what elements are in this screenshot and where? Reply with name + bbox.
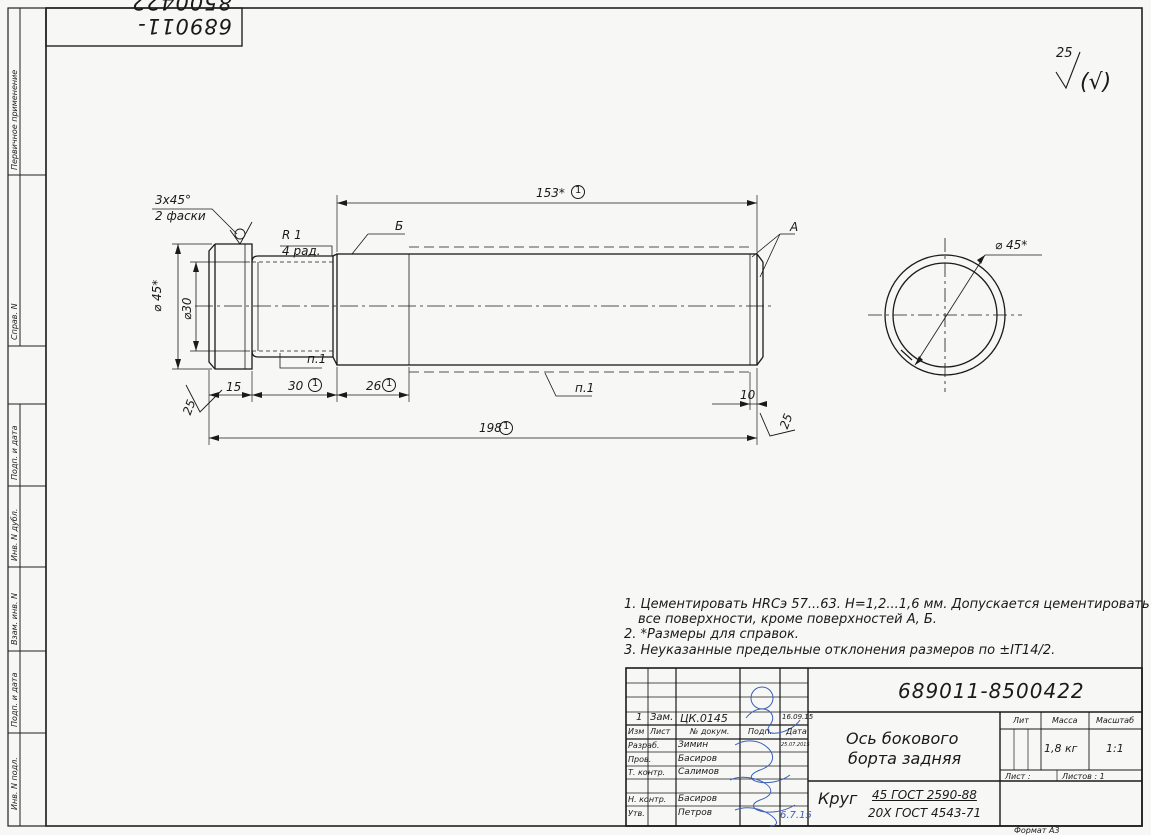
material-line-1: 45 ГОСТ 2590-88	[872, 788, 977, 802]
role-checker: Пров.	[628, 755, 652, 764]
part-name-line-2: борта задняя	[848, 749, 962, 768]
note-1-line-1: 1. Цементировать HRCэ 57...63. H=1,2...1…	[624, 597, 1150, 612]
drawing-number: 689011-8500422	[898, 679, 1085, 703]
side-first-use: Первичное применение	[10, 69, 19, 170]
mass-label: Масса	[1052, 716, 1078, 725]
name-approved: Петров	[678, 808, 713, 818]
title-block-grid	[625, 667, 1143, 827]
dim-198-circle-mark: 1	[503, 421, 510, 432]
dim-30: 30	[288, 379, 304, 393]
dim-30-circle-mark: 1	[312, 378, 319, 389]
dim-dia-30: ⌀30	[180, 297, 194, 321]
note-ref-2: п.1	[575, 381, 595, 395]
name-tech-control: Салимов	[678, 767, 720, 777]
change-num: 1	[636, 712, 643, 723]
dim-198: 198	[479, 421, 502, 435]
sheets-total-label: Листов : 1	[1062, 772, 1105, 781]
section-view	[868, 238, 1042, 392]
name-norm-control: Басиров	[678, 794, 718, 804]
header-list: Лист	[650, 727, 671, 736]
surface-b-label: Б	[395, 219, 404, 233]
note-ref-1: п.1	[307, 352, 327, 366]
header-sign: Подп.	[748, 727, 773, 736]
scale-value: 1:1	[1106, 742, 1124, 755]
signatures	[729, 686, 801, 827]
dim-section-dia-45: ⌀ 45*	[995, 238, 1028, 252]
dim-15: 15	[226, 380, 242, 394]
role-tech-control: Т. контр.	[628, 768, 666, 777]
note-3: 3. Неуказанные предельные отклонения раз…	[624, 643, 1056, 658]
dim-10: 10	[740, 388, 756, 402]
material-prefix: Круг	[818, 789, 858, 808]
scale-label: Масштаб	[1096, 716, 1135, 725]
header-izm: Изм	[628, 727, 645, 736]
side-sign-date-1: Подп. и дата	[10, 425, 19, 481]
chamfer-label: 3х45°	[155, 193, 192, 207]
name-checker: Басиров	[678, 754, 718, 764]
dim-26-circle-mark: 1	[386, 378, 393, 389]
format-label: Формат А3	[1014, 826, 1060, 835]
general-roughness-paren: (√)	[1080, 70, 1112, 95]
note-1-line-2: все поверхности, кроме поверхностей А, Б…	[638, 612, 937, 627]
surface-a-label: А	[790, 220, 799, 234]
material-line-2: 20Х ГОСТ 4543-71	[868, 806, 982, 820]
radius-count-label: 4 рад.	[282, 244, 321, 258]
name-developer: Зимин	[678, 740, 709, 750]
radius-label: R 1	[282, 228, 302, 242]
side-sign-date-2: Подп. и дата	[10, 672, 19, 728]
role-approved: Утв.	[628, 809, 645, 818]
role-norm-control: Н. контр.	[628, 795, 667, 804]
change-date: 16.09.15	[782, 713, 814, 721]
general-roughness-value: 25	[1056, 46, 1073, 61]
dim-26: 26	[366, 379, 382, 393]
mass-value: 1,8 кг	[1044, 742, 1078, 755]
sheet-label: Лист :	[1005, 772, 1031, 781]
change-sheet: Зам.	[650, 712, 674, 723]
side-orig-inv: Инв. N подл.	[10, 757, 19, 810]
part-name-line-1: Ось бокового	[846, 729, 959, 748]
side-dup-inv: Инв. N дубл.	[10, 508, 19, 561]
side-replace-inv: Взам. инв. N	[10, 593, 19, 645]
date-developer: 25.07.2015	[781, 742, 810, 748]
note-2: 2. *Размеры для справок.	[624, 627, 799, 642]
dim-153-circle-mark: 1	[575, 185, 582, 196]
drawing-number-top: 689011-8500422	[131, 0, 232, 38]
dim-153: 153*	[536, 186, 565, 200]
side-ref-no: Справ. N	[10, 303, 19, 340]
change-doc: ЦК.0145	[680, 712, 728, 725]
chamfer-count-label: 2 фаски	[155, 209, 206, 223]
shaft-view	[152, 51, 1081, 445]
dim-dia-45: ⌀ 45*	[150, 279, 164, 312]
lit-label: Лит	[1013, 716, 1029, 725]
header-date: Дата	[786, 727, 807, 736]
role-developer: Разраб.	[628, 741, 660, 750]
header-doc: № докум.	[690, 727, 730, 736]
stamp-date: 6.7.15	[780, 810, 812, 821]
